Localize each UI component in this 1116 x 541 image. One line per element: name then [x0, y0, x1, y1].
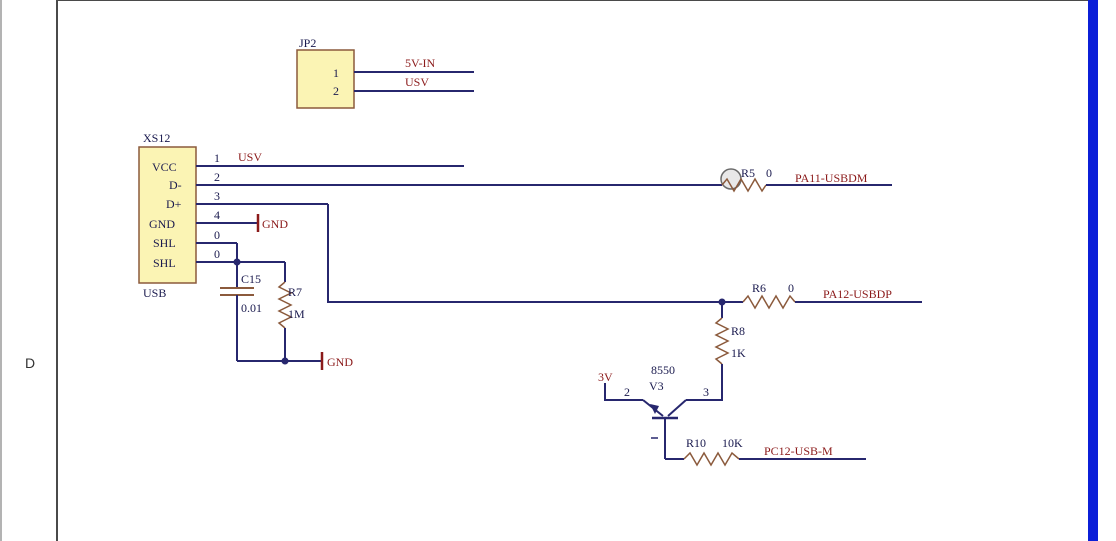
jp2-designator: JP2: [299, 36, 316, 50]
usb-vcc-net-label: USV: [238, 150, 262, 164]
r7-designator: R7: [288, 285, 302, 299]
transistor-v3[interactable]: 3V 2 3 8550 V3: [598, 363, 709, 459]
shield-network[interactable]: C15 0.01 R7 1M GND: [220, 243, 353, 370]
usb-pin-num-6: 0: [214, 247, 220, 261]
usb-pin-num-2: 2: [214, 170, 220, 184]
shield-junction-bottom: [281, 357, 289, 365]
jp2-net-5v-in: 5V-IN: [405, 56, 436, 70]
usb-body: [138, 146, 197, 284]
r5-net-label: PA11-USBDM: [795, 171, 868, 185]
usb-pin-name-dm: D-: [169, 178, 182, 192]
jp2-pin-2: 2: [333, 84, 339, 98]
r8-designator: R8: [731, 324, 745, 338]
r8-zigzag: [714, 317, 730, 365]
usb-pin-num-5: 0: [214, 228, 220, 242]
r5-value: 0: [766, 166, 772, 180]
r10-designator: R10: [686, 436, 706, 450]
r8-wire-to-collector: [686, 364, 723, 401]
shield-gnd-net-label: GND: [327, 355, 353, 369]
usb-footprint: USB: [143, 286, 166, 300]
jp2-body: [296, 49, 355, 109]
v3-collector-leg: [667, 399, 687, 417]
r6-net-label: PA12-USBDP: [823, 287, 892, 301]
usb-pin-name-dp: D+: [166, 197, 182, 211]
v3-supply-wire: [604, 383, 643, 401]
usb-gnd-net-label: GND: [262, 217, 288, 231]
c15-value: 0.01: [241, 301, 262, 315]
usb-designator: XS12: [143, 131, 170, 145]
usb-pin-name-shl-2: SHL: [153, 256, 176, 270]
r7-value: 1M: [288, 307, 305, 321]
r10-net-label: PC12-USB-M: [764, 444, 833, 458]
resistor-r8[interactable]: R8 1K: [686, 302, 746, 401]
usb-pin-name-vcc: VCC: [152, 160, 177, 174]
r6-zigzag: [742, 294, 796, 310]
usb-pin-name-gnd: GND: [149, 217, 175, 231]
r10-value: 10K: [722, 436, 743, 450]
r5-designator: R5: [741, 166, 755, 180]
dplus-wire: [327, 204, 722, 303]
resistor-r6[interactable]: R6 0 PA12-USBDP: [718, 281, 923, 310]
r5-zigzag: [721, 177, 767, 193]
r6-designator: R6: [752, 281, 766, 295]
v3-emitter-arrow: [650, 404, 659, 414]
jp2-net-usv: USV: [405, 75, 429, 89]
usb-connector[interactable]: XS12 USB VCC D- D+ GND SHL SHL 1 2 3 4 0…: [138, 131, 722, 300]
r10-zigzag: [683, 451, 740, 467]
v3-pin-collector: 3: [703, 385, 709, 399]
usb-pin-name-shl-1: SHL: [153, 236, 176, 250]
r7-zigzag: [277, 281, 293, 329]
usb-pin-num-1: 1: [214, 151, 220, 165]
usb-pin-num-4: 4: [214, 208, 220, 222]
v3-supply-label: 3V: [598, 370, 613, 384]
jp2-header[interactable]: JP2 1 2 5V-IN USV: [296, 36, 474, 109]
jp2-pin-1: 1: [333, 66, 339, 80]
r6-value: 0: [788, 281, 794, 295]
resistor-r10[interactable]: R10 10K PC12-USB-M: [665, 436, 866, 467]
resistor-r5[interactable]: R5 0 PA11-USBDM: [720, 166, 892, 193]
v3-part: 8550: [651, 363, 675, 377]
usb-pin-num-3: 3: [214, 189, 220, 203]
r8-value: 1K: [731, 346, 746, 360]
v3-pin-emitter: 2: [624, 385, 630, 399]
v3-designator: V3: [649, 379, 664, 393]
c15-designator: C15: [241, 272, 261, 286]
zone-letter: D: [25, 355, 35, 371]
